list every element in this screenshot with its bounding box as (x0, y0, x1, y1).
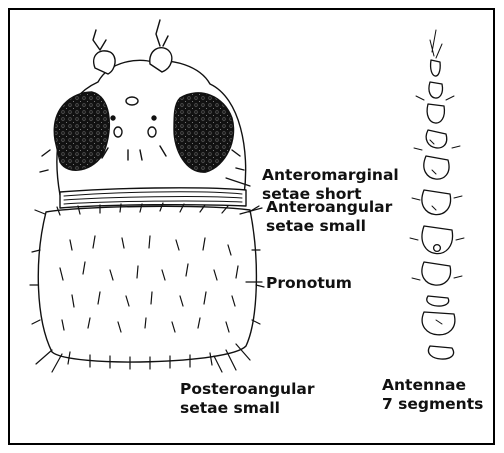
pronotum-outline (38, 206, 256, 362)
label-anteroangular-setae: Anteroangular setae small (266, 198, 392, 236)
label-pronotum: Pronotum (266, 274, 352, 293)
label-anteroangular-line2: setae small (266, 217, 392, 236)
label-anteroangular-line1: Anteroangular (266, 198, 392, 217)
label-posteroangular-line2: setae small (180, 399, 315, 418)
label-posteroangular-line1: Posteroangular (180, 380, 315, 399)
collar-band (60, 188, 246, 208)
antenna-drawing (410, 30, 464, 359)
label-anteromarginal-line1: Anteromarginal (262, 166, 399, 185)
label-posteroangular-setae: Posteroangular setae small (180, 380, 315, 418)
label-pronotum-line1: Pronotum (266, 274, 352, 293)
label-antennae-line2: 7 segments (382, 395, 483, 414)
label-antennae: Antennae 7 segments (382, 376, 483, 414)
label-antennae-line1: Antennae (382, 376, 483, 395)
